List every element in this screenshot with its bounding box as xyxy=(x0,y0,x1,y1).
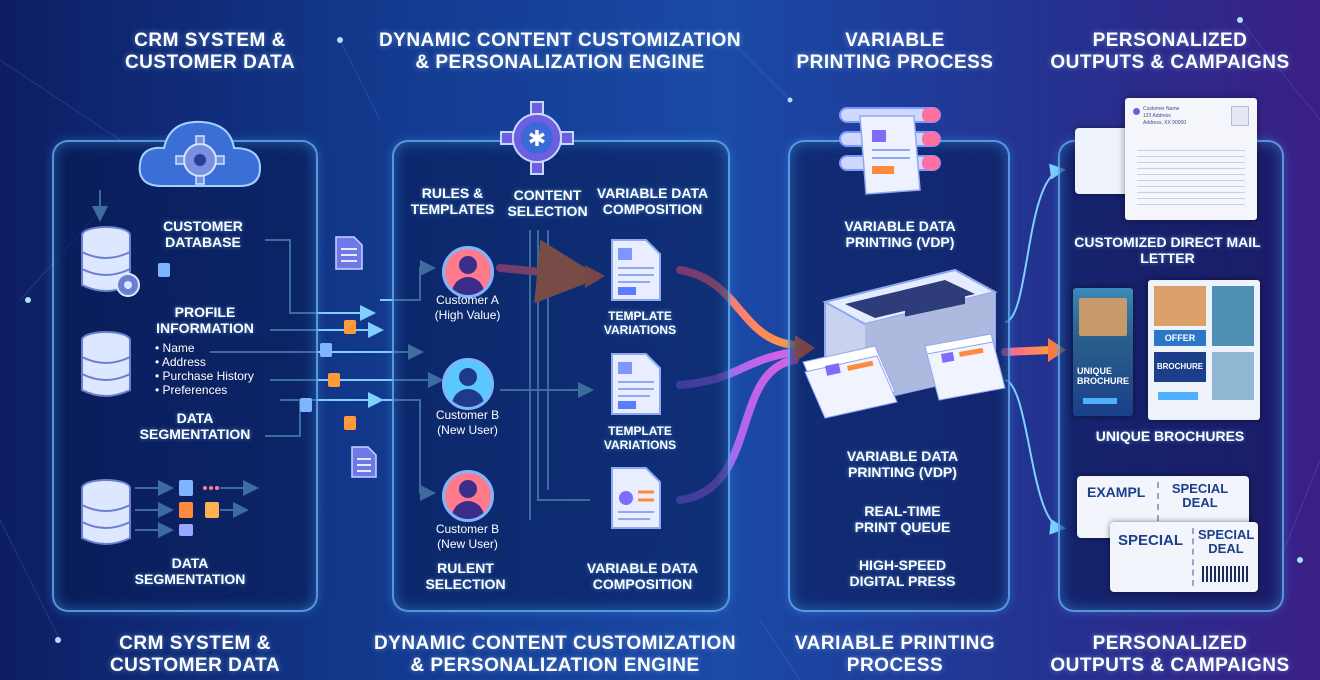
coupon-divider xyxy=(1192,528,1194,586)
data-chip-icon xyxy=(158,263,170,277)
label-customer-b: Customer B (New User) xyxy=(435,408,500,437)
label-data-segmentation: DATA SEGMENTATION xyxy=(139,410,251,442)
profile-fields-list: Name Address Purchase History Preference… xyxy=(155,341,285,397)
bottom-title-printing: VARIABLE PRINTING PROCESS xyxy=(794,633,996,676)
brochure-photo xyxy=(1079,298,1127,336)
data-chip-icon xyxy=(344,320,356,334)
label-brochures: UNIQUE BROCHURES xyxy=(1095,428,1245,444)
label-data-segmentation-2: DATA SEGMENTATION xyxy=(134,555,246,587)
database-icon xyxy=(81,331,131,397)
brochure-right-title: BROCHURE xyxy=(1154,352,1206,382)
profile-field-preferences: Preferences xyxy=(155,383,285,397)
label-direct-mail: CUSTOMIZED DIRECT MAIL LETTER xyxy=(1074,234,1261,266)
data-chip-icon xyxy=(320,343,332,357)
label-customer-database: CUSTOMER DATABASE xyxy=(163,218,243,250)
coupon-1-right-text: SPECIAL DEAL xyxy=(1171,481,1229,510)
brochure-left-cta xyxy=(1083,398,1117,404)
label-variable-data-composition-bottom: VARIABLE DATA COMPOSITION xyxy=(586,560,699,592)
data-chip-icon xyxy=(300,398,312,412)
customer-b-avatar xyxy=(442,358,494,410)
coupon-2-left-text: SPECIAL xyxy=(1118,532,1184,549)
label-rulent-selection: RULENT SELECTION xyxy=(425,560,506,592)
engine-gear-icon: ✱ xyxy=(500,101,574,175)
customer-a-avatar xyxy=(442,246,494,298)
brochure-right-cta xyxy=(1158,392,1198,400)
label-print-queue: REAL-TIME PRINT QUEUE xyxy=(854,503,951,535)
label-variable-data-composition-top: VARIABLE DATA COMPOSITION xyxy=(596,185,709,217)
profile-field-purchase-history: Purchase History xyxy=(155,369,285,383)
coupon-card-2: SPECIAL SPECIAL DEAL xyxy=(1110,522,1258,592)
brochure-photo xyxy=(1154,286,1206,326)
label-template-variations-2: TEMPLATE VARIATIONS xyxy=(603,424,677,452)
label-profile-information: PROFILE INFORMATION xyxy=(156,304,254,336)
customer-b-avatar-2 xyxy=(442,470,494,522)
svg-text:✱: ✱ xyxy=(528,127,546,152)
brochure-photo xyxy=(1212,352,1254,400)
profile-field-address: Address xyxy=(155,355,285,369)
bottom-title-engine: DYNAMIC CONTENT CUSTOMIZATION & PERSONAL… xyxy=(373,633,737,676)
template-document-icon xyxy=(611,467,661,529)
segmented-files-icon xyxy=(179,480,219,536)
letter-stamp xyxy=(1231,106,1249,126)
template-document-icon xyxy=(611,353,661,415)
label-customer-a: Customer A (High Value) xyxy=(434,293,501,322)
data-chip-icon xyxy=(328,373,340,387)
label-digital-press: HIGH-SPEED DIGITAL PRESS xyxy=(849,557,956,589)
title-crm: CRM SYSTEM & CUSTOMER DATA xyxy=(124,30,296,73)
bottom-title-outputs: PERSONALIZED OUTPUTS & CAMPAIGNS xyxy=(1050,633,1290,676)
label-template-variations: TEMPLATE VARIATIONS xyxy=(603,309,677,337)
document-icon xyxy=(351,446,377,478)
title-outputs: PERSONALIZED OUTPUTS & CAMPAIGNS xyxy=(1050,30,1290,73)
template-document-icon xyxy=(611,239,661,301)
profile-field-name: Name xyxy=(155,341,285,355)
digital-press-printer-icon xyxy=(802,268,1006,419)
database-gear-icon xyxy=(81,226,140,297)
brochure-offer-badge: OFFER xyxy=(1154,330,1206,346)
cloud-gear-icon xyxy=(138,120,262,187)
letter-logo-icon xyxy=(1133,108,1140,115)
coupon-1-left-text: EXAMPL xyxy=(1087,484,1146,500)
document-icon xyxy=(335,236,363,270)
label-rules-templates: RULES & TEMPLATES xyxy=(410,185,495,217)
database-icon xyxy=(81,479,131,545)
brochure-left: UNIQUE BROCHURE xyxy=(1073,288,1133,416)
letter-body-lines xyxy=(1137,150,1245,206)
label-vdp-top: VARIABLE DATA PRINTING (VDP) xyxy=(844,218,956,250)
label-content-selection: CONTENT SELECTION xyxy=(507,187,588,219)
label-vdp-bottom: VARIABLE DATA PRINTING (VDP) xyxy=(846,448,959,480)
title-engine: DYNAMIC CONTENT CUSTOMIZATION & PERSONAL… xyxy=(378,30,742,73)
letter-header-text: Customer Name 123 Address Address, XX 90… xyxy=(1143,106,1187,126)
direct-mail-letter: Customer Name 123 Address Address, XX 90… xyxy=(1125,98,1257,220)
bottom-title-crm: CRM SYSTEM & CUSTOMER DATA xyxy=(109,633,281,676)
brochure-left-title: UNIQUE BROCHURE xyxy=(1077,366,1130,386)
title-printing: VARIABLE PRINTING PROCESS xyxy=(796,30,994,73)
coupon-2-right-text: SPECIAL DEAL xyxy=(1198,527,1255,556)
brochure-right: OFFER BROCHURE xyxy=(1148,280,1260,420)
rotary-press-icon xyxy=(839,107,941,195)
label-customer-b-2: Customer B (New User) xyxy=(435,522,500,551)
data-chip-icon xyxy=(344,416,356,430)
brochure-photo xyxy=(1212,286,1254,346)
barcode-icon xyxy=(1202,566,1250,582)
coupon-divider xyxy=(1157,482,1159,532)
